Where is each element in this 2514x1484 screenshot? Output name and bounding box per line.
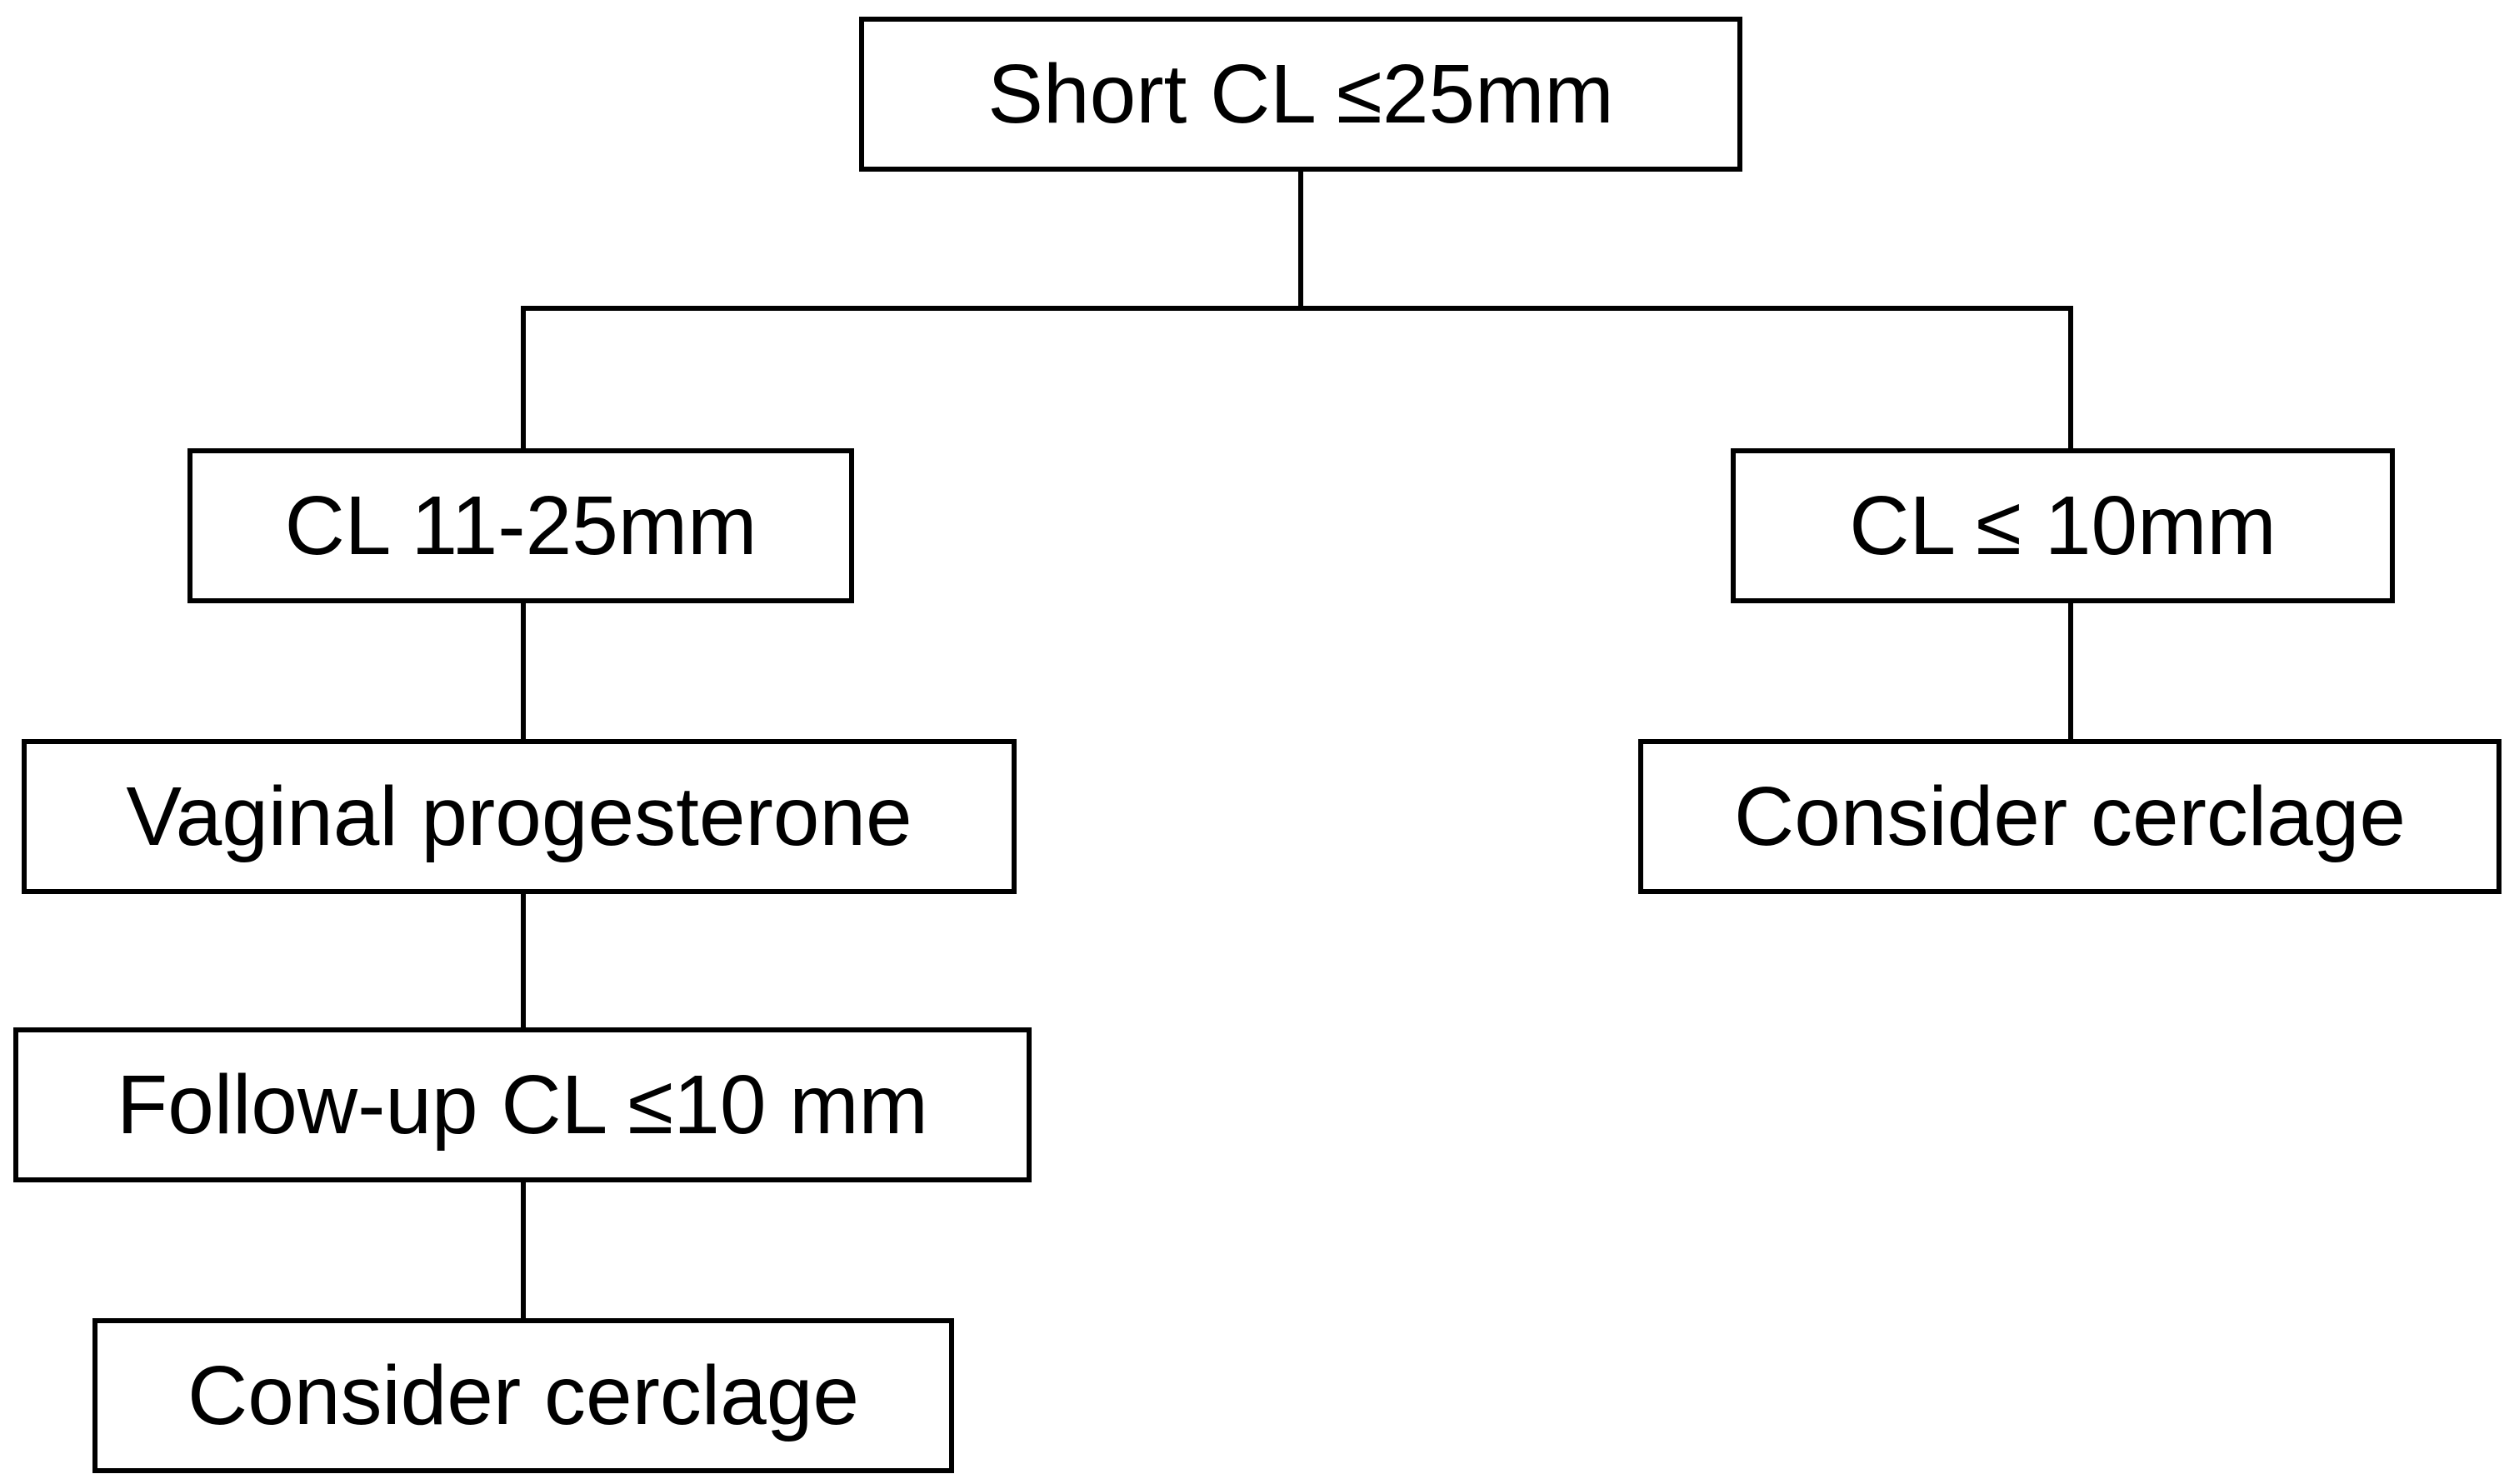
left-cerclage-label: Consider cerclage bbox=[187, 1349, 859, 1442]
root-node: Short CL ≤25mm bbox=[859, 17, 1742, 172]
right-branch-label: CL ≤ 10mm bbox=[1849, 479, 2277, 572]
followup-node: Follow-up CL ≤10 mm bbox=[13, 1027, 1032, 1182]
right-cerclage-label: Consider cerclage bbox=[1734, 770, 2406, 863]
left-branch-node: CL 11-25mm bbox=[187, 448, 854, 603]
right-cerclage-node: Consider cerclage bbox=[1638, 739, 2502, 894]
followup-label: Follow-up CL ≤10 mm bbox=[117, 1058, 928, 1152]
left-cerclage-node: Consider cerclage bbox=[92, 1318, 954, 1473]
root-node-label: Short CL ≤25mm bbox=[987, 47, 1614, 141]
progesterone-label: Vaginal progesterone bbox=[126, 770, 912, 863]
progesterone-node: Vaginal progesterone bbox=[22, 739, 1017, 894]
left-branch-label: CL 11-25mm bbox=[284, 479, 757, 572]
right-branch-node: CL ≤ 10mm bbox=[1731, 448, 2395, 603]
